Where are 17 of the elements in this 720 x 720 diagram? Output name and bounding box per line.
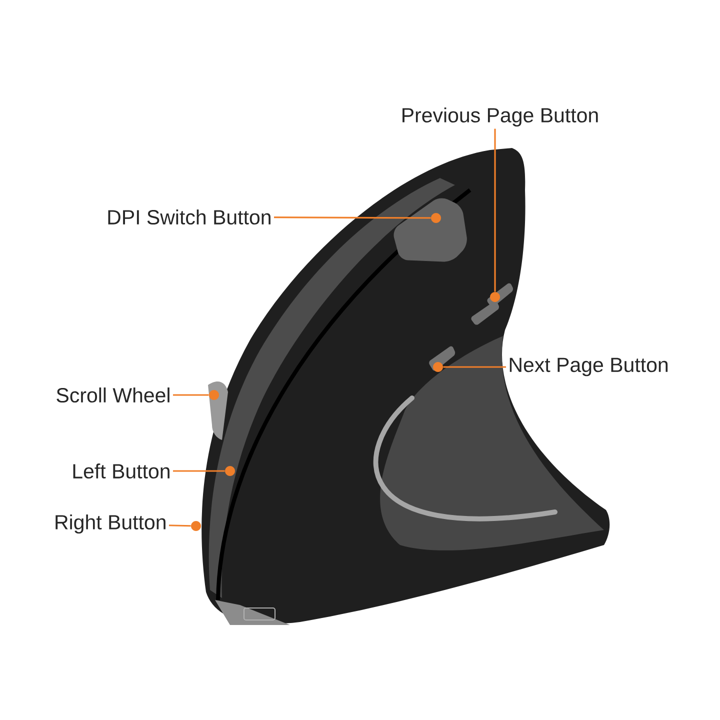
callout-dot xyxy=(431,213,441,223)
callout-label: Next Page Button xyxy=(510,358,668,376)
leader-line xyxy=(494,128,496,292)
callout-label: Scroll Wheel xyxy=(56,387,170,403)
callout-label: Right Button xyxy=(56,514,166,534)
callout-dot xyxy=(225,466,235,476)
callout-dot xyxy=(191,521,201,531)
callout-label: Previous Page Button xyxy=(402,107,598,127)
leader-line xyxy=(443,366,506,368)
callout-dot xyxy=(433,362,443,372)
callout-label: Left Button xyxy=(73,463,170,479)
callout-dot xyxy=(490,292,500,302)
leader-line xyxy=(173,470,225,472)
leader-line xyxy=(274,216,431,219)
leader-line xyxy=(168,524,191,527)
callout-label: DPI Switch Button xyxy=(108,209,270,225)
callout-dot xyxy=(209,390,219,400)
